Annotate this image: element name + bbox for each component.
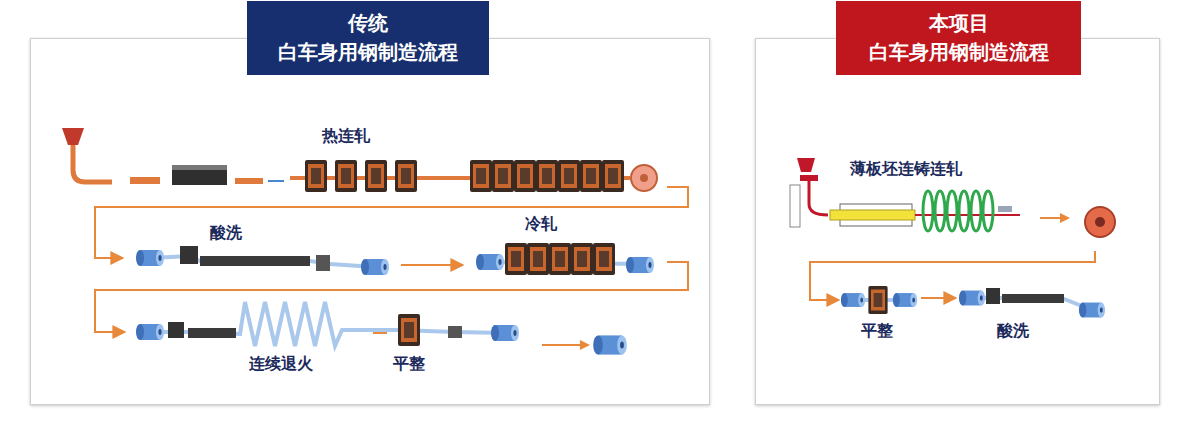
cold-stand <box>571 243 593 275</box>
roughing-stand <box>365 160 387 192</box>
slab <box>235 178 263 184</box>
cold-stand <box>505 243 527 275</box>
coil <box>476 254 504 270</box>
flow-arrow <box>95 262 688 332</box>
product-coil <box>593 335 627 354</box>
rolling-stand <box>935 191 945 231</box>
step-label: 连续退火 <box>246 354 316 373</box>
temper-stand <box>398 314 420 346</box>
coil <box>893 293 917 307</box>
roughing-stand <box>335 160 357 192</box>
hot-coil <box>631 165 657 191</box>
ladle <box>797 158 815 172</box>
coil <box>491 325 519 341</box>
coil <box>959 291 985 306</box>
pickling-line <box>136 246 389 275</box>
shear <box>316 255 330 271</box>
process-step: 平整 <box>387 301 531 376</box>
process-step: 平整 <box>839 283 921 343</box>
panel-heading: 本项目 白车身用钢制造流程 <box>836 1 1081 75</box>
rolling-stand <box>983 191 993 231</box>
flow-arrow <box>810 251 1095 300</box>
pickling-tank <box>1002 294 1064 303</box>
finishing-stand <box>602 160 624 192</box>
cold-rolling-line <box>476 243 654 275</box>
welder <box>986 288 1000 304</box>
flow-arrow <box>401 264 463 266</box>
coil <box>626 257 654 273</box>
finishing-stand <box>580 160 602 192</box>
coil <box>361 259 389 275</box>
cold-stand <box>549 243 571 275</box>
finishing-stand <box>514 160 536 192</box>
step-label: 热连轧 <box>319 126 373 145</box>
rolling-stand <box>923 191 933 231</box>
feed-arrow <box>268 180 284 182</box>
process-step: 酸洗 <box>956 283 1116 343</box>
flow-arrow-line <box>1040 217 1062 219</box>
pickling-tank <box>200 256 310 266</box>
hot-coil <box>1085 207 1115 237</box>
flow-arrow <box>95 187 688 258</box>
coil <box>1079 303 1105 318</box>
reheat-furnace <box>172 165 227 185</box>
flow-arrow-head <box>1060 213 1070 223</box>
process-step: 热连轧 <box>53 119 667 193</box>
tundish <box>800 175 818 181</box>
cooling <box>998 206 1012 212</box>
welder <box>180 246 198 264</box>
finishing-line <box>841 286 1105 317</box>
hot-coil-core <box>1095 217 1105 227</box>
rolling-stand <box>947 191 957 231</box>
step-label: 酸洗 <box>207 223 245 242</box>
step-label: 冷轧 <box>522 214 560 233</box>
step-label: 平整 <box>858 321 896 340</box>
finishing-stand <box>558 160 580 192</box>
coil <box>136 250 164 266</box>
strip <box>150 302 505 346</box>
roughing-stand <box>305 160 327 192</box>
slab <box>130 177 160 184</box>
cold-stand <box>527 243 549 275</box>
temper-stand <box>868 286 887 314</box>
caster-frame <box>790 185 800 227</box>
cast-strand <box>73 145 112 182</box>
rolling-stand <box>971 191 981 231</box>
roughing-stand <box>395 160 417 192</box>
finishing-stand <box>492 160 514 192</box>
flow-arrow <box>921 297 956 299</box>
flow-arrow-line <box>542 344 582 346</box>
flow-arrow <box>373 332 387 334</box>
panel-heading: 传统 白车身用钢制造流程 <box>247 1 489 75</box>
step-label: 薄板坯连铸连轧 <box>847 159 965 178</box>
process-panel: 传统 白车身用钢制造流程热连轧酸洗冷轧连续退火平整 <box>30 38 710 405</box>
process-step: 冷轧 <box>463 213 667 283</box>
process-step: 连续退火 <box>125 297 373 376</box>
process-step: 酸洗 <box>123 223 401 279</box>
annealing-line <box>136 302 627 355</box>
furnace-top <box>172 165 227 170</box>
finishing-stand <box>470 160 492 192</box>
step-label: 平整 <box>390 354 428 373</box>
welder <box>168 322 184 338</box>
hot-coil-core <box>640 174 648 182</box>
coil <box>136 324 164 340</box>
rolling-stand <box>959 191 969 231</box>
thin-slab-line <box>790 158 1115 237</box>
process-panel: 本项目 白车身用钢制造流程薄板坯连铸连轧平整酸洗 <box>755 38 1160 405</box>
strand <box>809 181 828 215</box>
step-label: 酸洗 <box>994 321 1032 340</box>
cleaning-tank <box>188 328 236 338</box>
ladle <box>62 128 84 145</box>
process-step: 薄板坯连铸连轧 <box>786 149 1126 251</box>
flow-arrow-head <box>580 340 590 350</box>
thin-slab <box>830 210 915 220</box>
coil <box>841 293 865 307</box>
shear <box>448 326 462 338</box>
cold-stand <box>593 243 615 275</box>
finishing-stand <box>536 160 558 192</box>
